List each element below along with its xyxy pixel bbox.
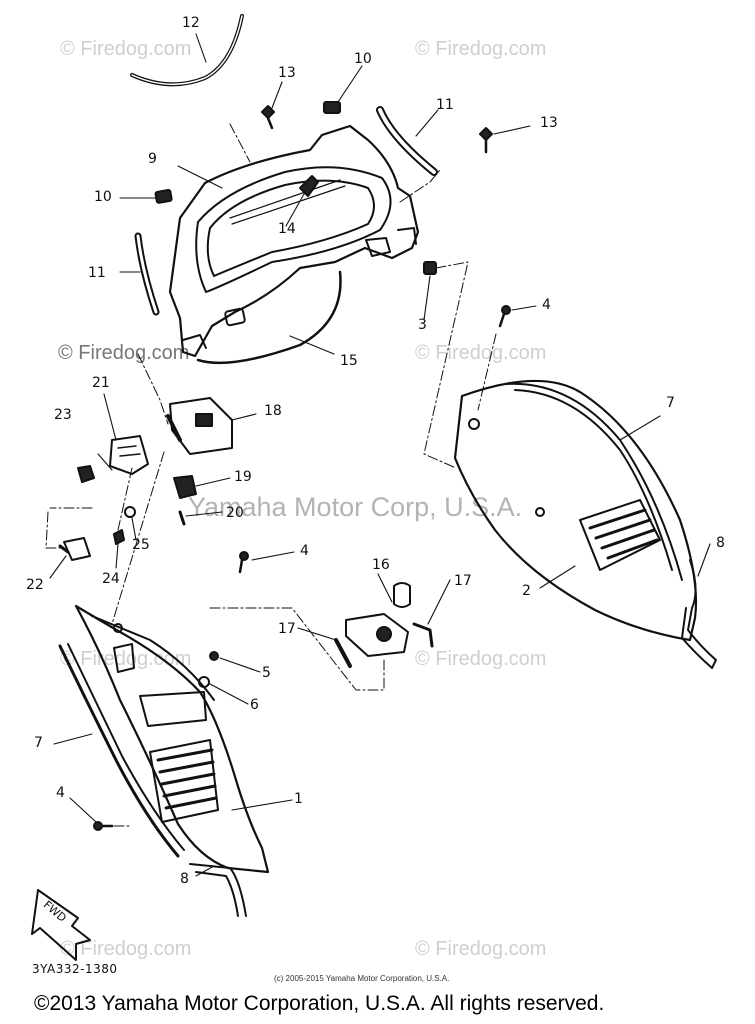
leader-lines <box>49 33 711 877</box>
diagram-code: 3YA332-1380 <box>32 962 118 976</box>
callout-14: 14 <box>278 221 296 237</box>
part-10-grommet-left <box>154 189 173 204</box>
callout-23: 23 <box>54 407 72 423</box>
watermark-lower-right: © Firedog.com <box>415 648 547 670</box>
callout-24: 24 <box>102 571 120 587</box>
part-11-tube-right <box>376 106 438 176</box>
part-25-washer <box>124 506 136 518</box>
part-6-washer <box>198 676 210 688</box>
callout-8-right: 8 <box>716 535 725 551</box>
part-22-fitting <box>58 537 91 561</box>
fwd-arrow <box>31 889 91 961</box>
watermark-lower-left: © Firedog.com <box>60 648 192 670</box>
callout-7-right: 7 <box>666 395 675 411</box>
callout-11-right: 11 <box>436 97 454 113</box>
callout-3: 3 <box>418 317 427 333</box>
callout-25: 25 <box>132 537 150 553</box>
part-24-screw <box>113 529 125 545</box>
part-5-screw <box>209 651 219 661</box>
watermark-center: Yamaha Motor Corp, U.S.A. <box>188 492 523 522</box>
watermark-mid-left: © Firedog.com <box>58 342 190 364</box>
callout-1: 1 <box>294 791 303 807</box>
part-19-clip <box>173 475 197 499</box>
part-2-right-cover <box>453 379 698 642</box>
part-1-left-cover <box>74 604 270 874</box>
part-4-screw-low <box>93 821 114 831</box>
callout-8-left: 8 <box>180 871 189 887</box>
callout-10-top: 10 <box>354 51 372 67</box>
small-copyright: (c) 2005-2015 Yamaha Motor Corporation, … <box>274 974 450 983</box>
callout-13-top: 13 <box>278 65 296 81</box>
part-9-meter-cover <box>168 124 420 358</box>
callout-10-left: 10 <box>94 189 112 205</box>
callout-7-left: 7 <box>34 735 43 751</box>
callout-2: 2 <box>522 583 531 599</box>
callout-22: 22 <box>26 577 44 593</box>
part-8-trim-right <box>681 559 717 669</box>
callout-17-right: 17 <box>454 573 472 589</box>
callout-16: 16 <box>372 557 390 573</box>
callout-5: 5 <box>262 665 271 681</box>
callout-21: 21 <box>92 375 110 391</box>
part-12-hose <box>130 14 244 87</box>
callout-4-low: 4 <box>56 785 65 801</box>
callout-15: 15 <box>340 353 358 369</box>
callout-17-left: 17 <box>278 621 296 637</box>
callout-6: 6 <box>250 697 259 713</box>
part-3-nut <box>423 261 437 275</box>
part-13-screw-right <box>479 127 493 154</box>
callout-18: 18 <box>264 403 282 419</box>
part-23-nut <box>77 465 95 483</box>
callout-4-mid: 4 <box>300 543 309 559</box>
part-16-lock <box>345 582 411 657</box>
part-14-clip <box>299 175 319 197</box>
watermark-top-left: © Firedog.com <box>60 38 192 60</box>
callout-19: 19 <box>234 469 252 485</box>
part-13-screw-top <box>261 105 275 130</box>
watermark-bottom-right: © Firedog.com <box>415 938 547 960</box>
part-8-trim-left <box>189 863 247 917</box>
part-20-bolt <box>178 510 186 526</box>
part-21-latch <box>109 435 149 475</box>
part-17-pin-left <box>334 638 352 668</box>
part-4-screw-top <box>498 305 511 328</box>
part-10-grommet-top <box>323 101 341 114</box>
copyright-footer: ©2013 Yamaha Motor Corporation, U.S.A. A… <box>34 992 605 1015</box>
watermark-top-right: © Firedog.com <box>415 38 547 60</box>
assembly-lines <box>45 123 497 827</box>
part-17-pin-right <box>412 622 434 648</box>
callout-12: 12 <box>182 15 200 31</box>
callout-9: 9 <box>148 151 157 167</box>
part-7-trim-left <box>58 643 185 858</box>
part-18-bracket <box>166 397 233 455</box>
part-15-wire <box>196 270 342 365</box>
callout-4-top: 4 <box>542 297 551 313</box>
callout-11-left: 11 <box>88 265 106 281</box>
watermark-mid-right: © Firedog.com <box>415 342 547 364</box>
callout-13-right: 13 <box>540 115 558 131</box>
part-11-tube-left <box>134 232 160 316</box>
part-4-screw-mid <box>238 551 249 574</box>
callout-20: 20 <box>226 505 244 521</box>
watermark-bottom-left: © Firedog.com <box>60 938 192 960</box>
